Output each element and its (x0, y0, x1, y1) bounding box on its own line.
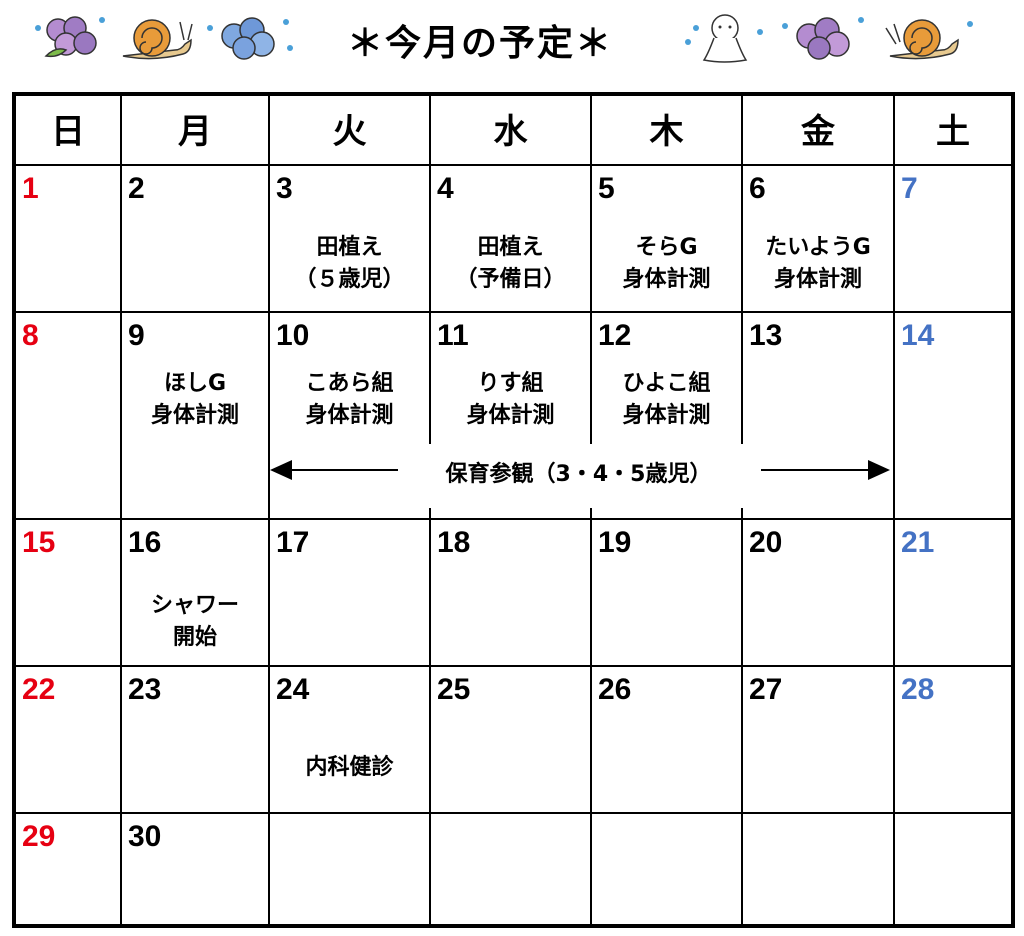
day-number: 3 (276, 172, 293, 205)
header: ＊今月の予定＊ (0, 0, 1024, 80)
day-number: 22 (22, 673, 56, 706)
day-number: 13 (749, 319, 783, 352)
day-number: 4 (437, 172, 454, 205)
day-number: 7 (901, 172, 918, 205)
weekday-sun: 日 (51, 112, 85, 152)
day-number: 28 (901, 673, 935, 706)
weekday-sat: 土 (936, 112, 970, 152)
day-number: 24 (276, 673, 310, 706)
day-number: 17 (276, 526, 310, 559)
snail-icon (122, 19, 193, 60)
day-number: 20 (749, 526, 783, 559)
arrow-right-icon (868, 460, 890, 480)
day-number: 23 (128, 673, 162, 706)
weekday-thu: 木 (649, 112, 684, 152)
weekday-mon: 月 (178, 112, 212, 152)
event-d4: 田植え （予備日） (455, 235, 566, 292)
day-number: 8 (22, 319, 39, 352)
day-number: 6 (749, 172, 766, 205)
day-number: 12 (598, 319, 632, 352)
day-number: 27 (749, 673, 783, 706)
snail-icon (885, 19, 973, 60)
event-d5: そらG 身体計測 (622, 235, 711, 292)
day-number: 15 (22, 526, 56, 559)
event-d12: ひよこ組 身体計測 (622, 371, 711, 428)
day-number: 26 (598, 673, 632, 706)
arrow-right-line (761, 469, 881, 471)
event-span-parent-observation: 保育参観（3・4・5歳児） (445, 462, 712, 487)
event-d6: たいようG 身体計測 (765, 235, 871, 292)
event-d16: シャワー 開始 (150, 593, 239, 650)
weekday-wed: 水 (493, 112, 528, 152)
event-d11: りす組 身体計測 (466, 371, 555, 428)
hydrangea-icon (35, 16, 105, 58)
event-d9: ほしG 身体計測 (150, 371, 239, 428)
day-number: 10 (276, 319, 310, 352)
day-number: 30 (128, 820, 162, 853)
day-number: 14 (901, 319, 935, 352)
hydrangea-icon (207, 17, 293, 60)
day-number: 16 (128, 526, 162, 559)
day-number: 11 (437, 319, 469, 352)
event-d10: こあら組 身体計測 (305, 371, 394, 428)
day-number: 19 (598, 526, 632, 559)
hydrangea-icon (782, 17, 864, 60)
event-d3: 田植え （５歳児） (294, 235, 405, 292)
day-number: 29 (22, 820, 56, 853)
day-number: 18 (437, 526, 471, 559)
teru-teru-bozu-icon (685, 14, 763, 63)
day-number: 9 (128, 319, 145, 352)
weekday-tue: 火 (332, 112, 367, 152)
day-number: 1 (22, 172, 39, 205)
day-number: 2 (128, 172, 145, 205)
page-title: ＊今月の予定＊ (346, 23, 613, 64)
day-number: 25 (437, 673, 471, 706)
day-number: 21 (901, 526, 935, 559)
calendar-grid: 日 月 火 水 木 金 土 田植え （５歳児） 田植え （予備日） そらG 身体… (12, 92, 1015, 928)
event-d24: 内科健診 (305, 755, 394, 780)
arrow-left-icon (270, 460, 292, 480)
arrow-left-line (278, 469, 398, 471)
day-number: 5 (598, 172, 615, 205)
weekday-fri: 金 (801, 112, 835, 152)
